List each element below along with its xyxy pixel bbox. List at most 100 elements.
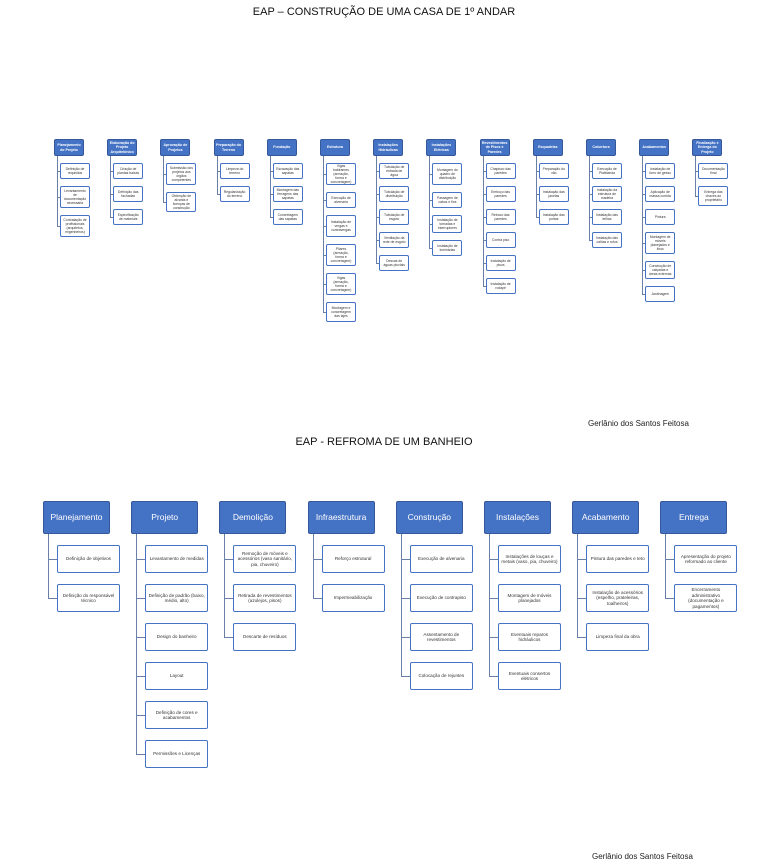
- task-box: Instalação de tomadas e interruptores: [432, 215, 463, 233]
- connector-line: [163, 202, 167, 203]
- connector-line: [489, 676, 498, 677]
- connector-line: [489, 534, 490, 676]
- task-box: Pintura: [645, 209, 676, 225]
- connector-line: [429, 248, 433, 249]
- task-box: Execução de alvenaria: [326, 192, 356, 208]
- connector-line: [577, 559, 587, 560]
- node-estrutura: Estrutura: [320, 139, 350, 156]
- connector-line: [577, 534, 579, 637]
- task-box: Levantamento de documentação necessária: [60, 186, 90, 208]
- task-box: Execução de contrapiso: [409, 584, 473, 612]
- connector-line: [110, 171, 114, 172]
- connector-line: [642, 270, 646, 271]
- connector-line: [163, 156, 165, 202]
- task-box: Encerramento administrativo (documentaçã…: [674, 584, 738, 612]
- connector-line: [312, 534, 314, 598]
- task-box: Submissão dos projetos aos órgãos compet…: [166, 163, 197, 185]
- connector-line: [429, 224, 433, 225]
- task-box: Definição do responsável técnico: [57, 584, 120, 612]
- task-box: Instalação de rodapé: [485, 278, 516, 294]
- task-box: Instalação da estrutura de madeira: [592, 186, 622, 202]
- node-fundacao: Fundação: [266, 139, 297, 156]
- node-entrega: Entrega: [660, 501, 728, 534]
- task-box: Colocação de rejuntes: [409, 662, 473, 690]
- wbs1-title: EAP – CONSTRUÇÃO DE UMA CASA DE 1º ANDAR: [252, 6, 516, 18]
- task-box: Definição de objetivos: [57, 545, 120, 573]
- connector-line: [429, 156, 431, 248]
- task-box: Reforço estrutural: [321, 545, 385, 573]
- task-box: Criação de plantas baixas: [113, 163, 144, 179]
- connector-line: [163, 174, 167, 175]
- connector-line: [110, 217, 114, 218]
- node-demolicao: Demolição: [219, 501, 287, 534]
- task-box: Instalação das janelas: [538, 186, 569, 202]
- connector-line: [577, 637, 587, 638]
- connector-line: [48, 598, 57, 599]
- task-box: Limpeza do terreno: [219, 163, 250, 179]
- task-box: Aplicação de massa corrida: [645, 186, 676, 202]
- connector-line: [224, 559, 234, 560]
- node-infraestrutura: Infraestrutura: [307, 501, 375, 534]
- task-box: Emboço das paredes: [485, 186, 516, 202]
- connector-line: [482, 286, 486, 287]
- node-planejamento: Planejamento: [43, 501, 110, 534]
- task-box: Passagem de cabos e fios: [432, 192, 463, 208]
- task-box: Montagem do quadro de distribuição: [432, 163, 463, 185]
- task-box: Concretagem das sapatas: [272, 209, 303, 225]
- node-acabamentos: Acabamentos: [639, 139, 670, 156]
- connector-line: [482, 194, 486, 195]
- connector-line: [48, 534, 49, 598]
- task-box: Instalação das telhas: [592, 209, 622, 225]
- connector-line: [589, 217, 592, 218]
- connector-line: [224, 637, 234, 638]
- task-box: Montagem e concretagem das lajes: [326, 302, 356, 322]
- task-box: Eventuais consertos elétricos: [498, 662, 561, 690]
- task-box: Pilares (armação, forma e concretagem): [326, 244, 356, 266]
- connector-line: [642, 194, 646, 195]
- task-box: Descarte de resíduos: [233, 623, 297, 651]
- task-box: Execução de alvenaria: [409, 545, 473, 573]
- connector-line: [136, 715, 146, 716]
- connector-line: [489, 598, 498, 599]
- connector-line: [48, 559, 57, 560]
- node-elaboracao-do-projeto-arquitetonico: Elaboração do Projeto Arquitetônico: [107, 139, 138, 156]
- connector-line: [57, 171, 60, 172]
- node-acabamento: Acabamento: [572, 501, 640, 534]
- node-instalacoes-eletricas: Instalações Elétricas: [426, 139, 457, 156]
- task-box: Instalação de vergas e contravergas: [326, 215, 356, 237]
- task-box: Instalação de acessórios (espelho, prate…: [586, 584, 650, 612]
- connector-line: [269, 156, 271, 217]
- task-box: Eventuais reparos hidráulicos: [498, 623, 561, 651]
- task-box: Permissões e Licenças: [145, 740, 209, 768]
- node-construcao: Construção: [395, 501, 463, 534]
- connector-line: [489, 637, 498, 638]
- task-box: Impermeabilização: [321, 584, 385, 612]
- wbs2-author: Gerlânio dos Santos Feitosa: [592, 852, 693, 861]
- connector-line: [376, 217, 380, 218]
- task-box: Entrega das chaves ao proprietário: [698, 186, 729, 206]
- connector-line: [323, 156, 324, 312]
- task-box: Chapisco das paredes: [485, 163, 516, 179]
- connector-line: [642, 171, 646, 172]
- connector-line: [57, 156, 58, 226]
- task-box: Remoção de móveis e acessórios (vaso san…: [233, 545, 297, 573]
- connector-line: [136, 598, 146, 599]
- connector-line: [482, 240, 486, 241]
- connector-line: [136, 534, 138, 754]
- connector-line: [216, 156, 218, 194]
- task-box: Design do banheiro: [145, 623, 209, 651]
- task-box: Montagem de móveis planejados e fixos: [645, 232, 676, 254]
- connector-line: [589, 194, 592, 195]
- connector-line: [665, 559, 675, 560]
- connector-line: [642, 294, 646, 295]
- connector-line: [589, 171, 592, 172]
- node-aprovacao-de-projetos: Aprovação de Projetos: [160, 139, 191, 156]
- connector-line: [224, 598, 234, 599]
- connector-line: [589, 240, 592, 241]
- task-box: Vigas (armação, forma e concretagem): [326, 273, 356, 295]
- task-box: Instalação das calhas e rufos: [592, 232, 622, 248]
- task-box: Vigas baldrames (armação, forma e concre…: [326, 163, 356, 185]
- task-box: Definição de cores e acabamentos: [145, 701, 209, 729]
- task-box: Tubulação de distribuição: [379, 186, 410, 202]
